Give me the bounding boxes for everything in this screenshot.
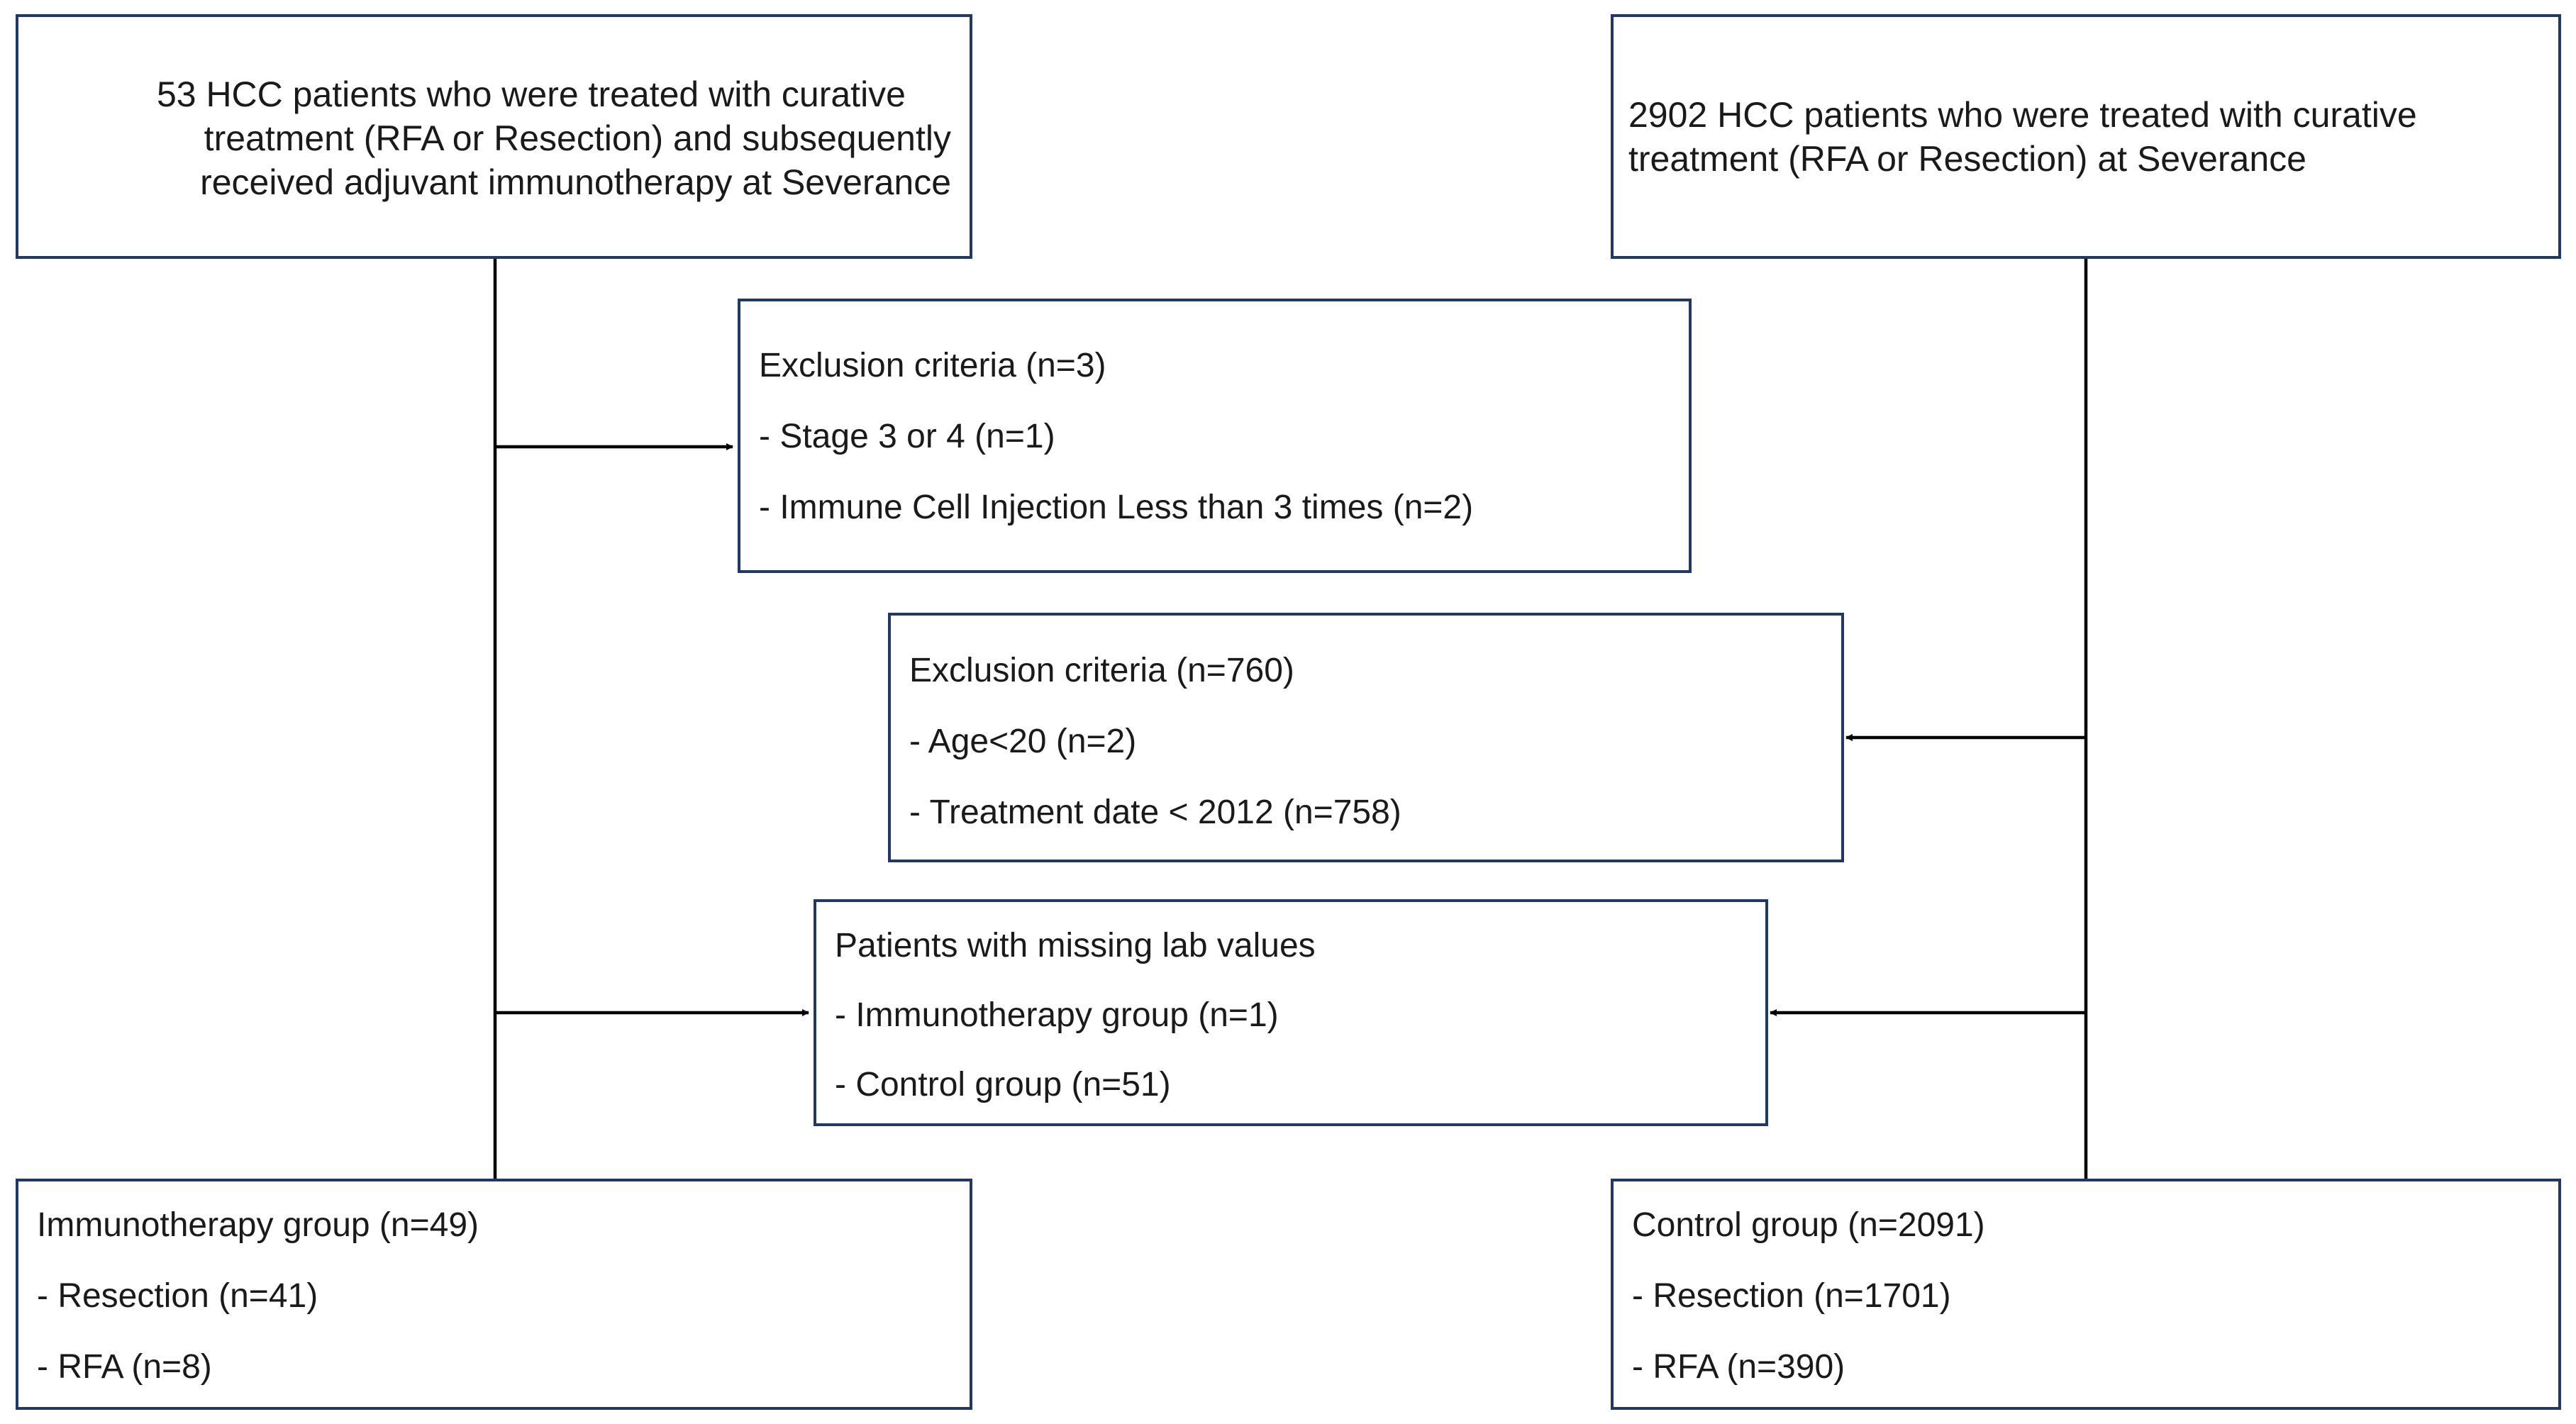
- source-box-line-1: 2902 HCC patients who were treated with …: [1628, 95, 2417, 135]
- source-box-line-3: received adjuvant immunotherapy at Sever…: [200, 162, 951, 202]
- control-group-title: Control group (n=2091): [1632, 1206, 1985, 1244]
- missing-lab-title: Patients with missing lab values: [835, 927, 1316, 964]
- source-box-line-2: treatment (RFA or Resection) and subsequ…: [204, 118, 951, 158]
- exclusion-2-title: Exclusion criteria (n=760): [909, 652, 1294, 689]
- exclusion-1-item-2: - Immune Cell Injection Less than 3 time…: [759, 489, 1474, 526]
- missing-lab-item-1: - Immunotherapy group (n=1): [835, 996, 1279, 1034]
- immunotherapy-group-box: Immunotherapy group (n=49) - Resection (…: [16, 1179, 972, 1410]
- exclusion-1-item-1: - Stage 3 or 4 (n=1): [759, 418, 1055, 455]
- exclusion-2-item-1: - Age<20 (n=2): [909, 723, 1137, 760]
- control-resection: - Resection (n=1701): [1632, 1277, 1951, 1315]
- immunotherapy-rfa: - RFA (n=8): [37, 1348, 212, 1386]
- exclusion-criteria-box-2: Exclusion criteria (n=760) - Age<20 (n=2…: [888, 613, 1844, 862]
- exclusion-1-title: Exclusion criteria (n=3): [759, 347, 1106, 384]
- exclusion-criteria-box-1: Exclusion criteria (n=3) - Stage 3 or 4 …: [738, 299, 1692, 573]
- source-box-line-1: 53 HCC patients who were treated with cu…: [156, 74, 906, 114]
- missing-lab-values-box: Patients with missing lab values - Immun…: [814, 899, 1768, 1126]
- control-rfa: - RFA (n=390): [1632, 1348, 1845, 1386]
- immunotherapy-group-title: Immunotherapy group (n=49): [37, 1206, 479, 1244]
- exclusion-2-item-2: - Treatment date < 2012 (n=758): [909, 794, 1401, 831]
- immunotherapy-resection: - Resection (n=41): [37, 1277, 318, 1315]
- control-source-box: 2902 HCC patients who were treated with …: [1611, 14, 2561, 259]
- immunotherapy-source-box: 53 HCC patients who were treated with cu…: [16, 14, 972, 259]
- source-box-line-2: treatment (RFA or Resection) at Severanc…: [1628, 139, 2306, 179]
- missing-lab-item-2: - Control group (n=51): [835, 1066, 1171, 1103]
- control-group-box: Control group (n=2091) - Resection (n=17…: [1611, 1179, 2561, 1410]
